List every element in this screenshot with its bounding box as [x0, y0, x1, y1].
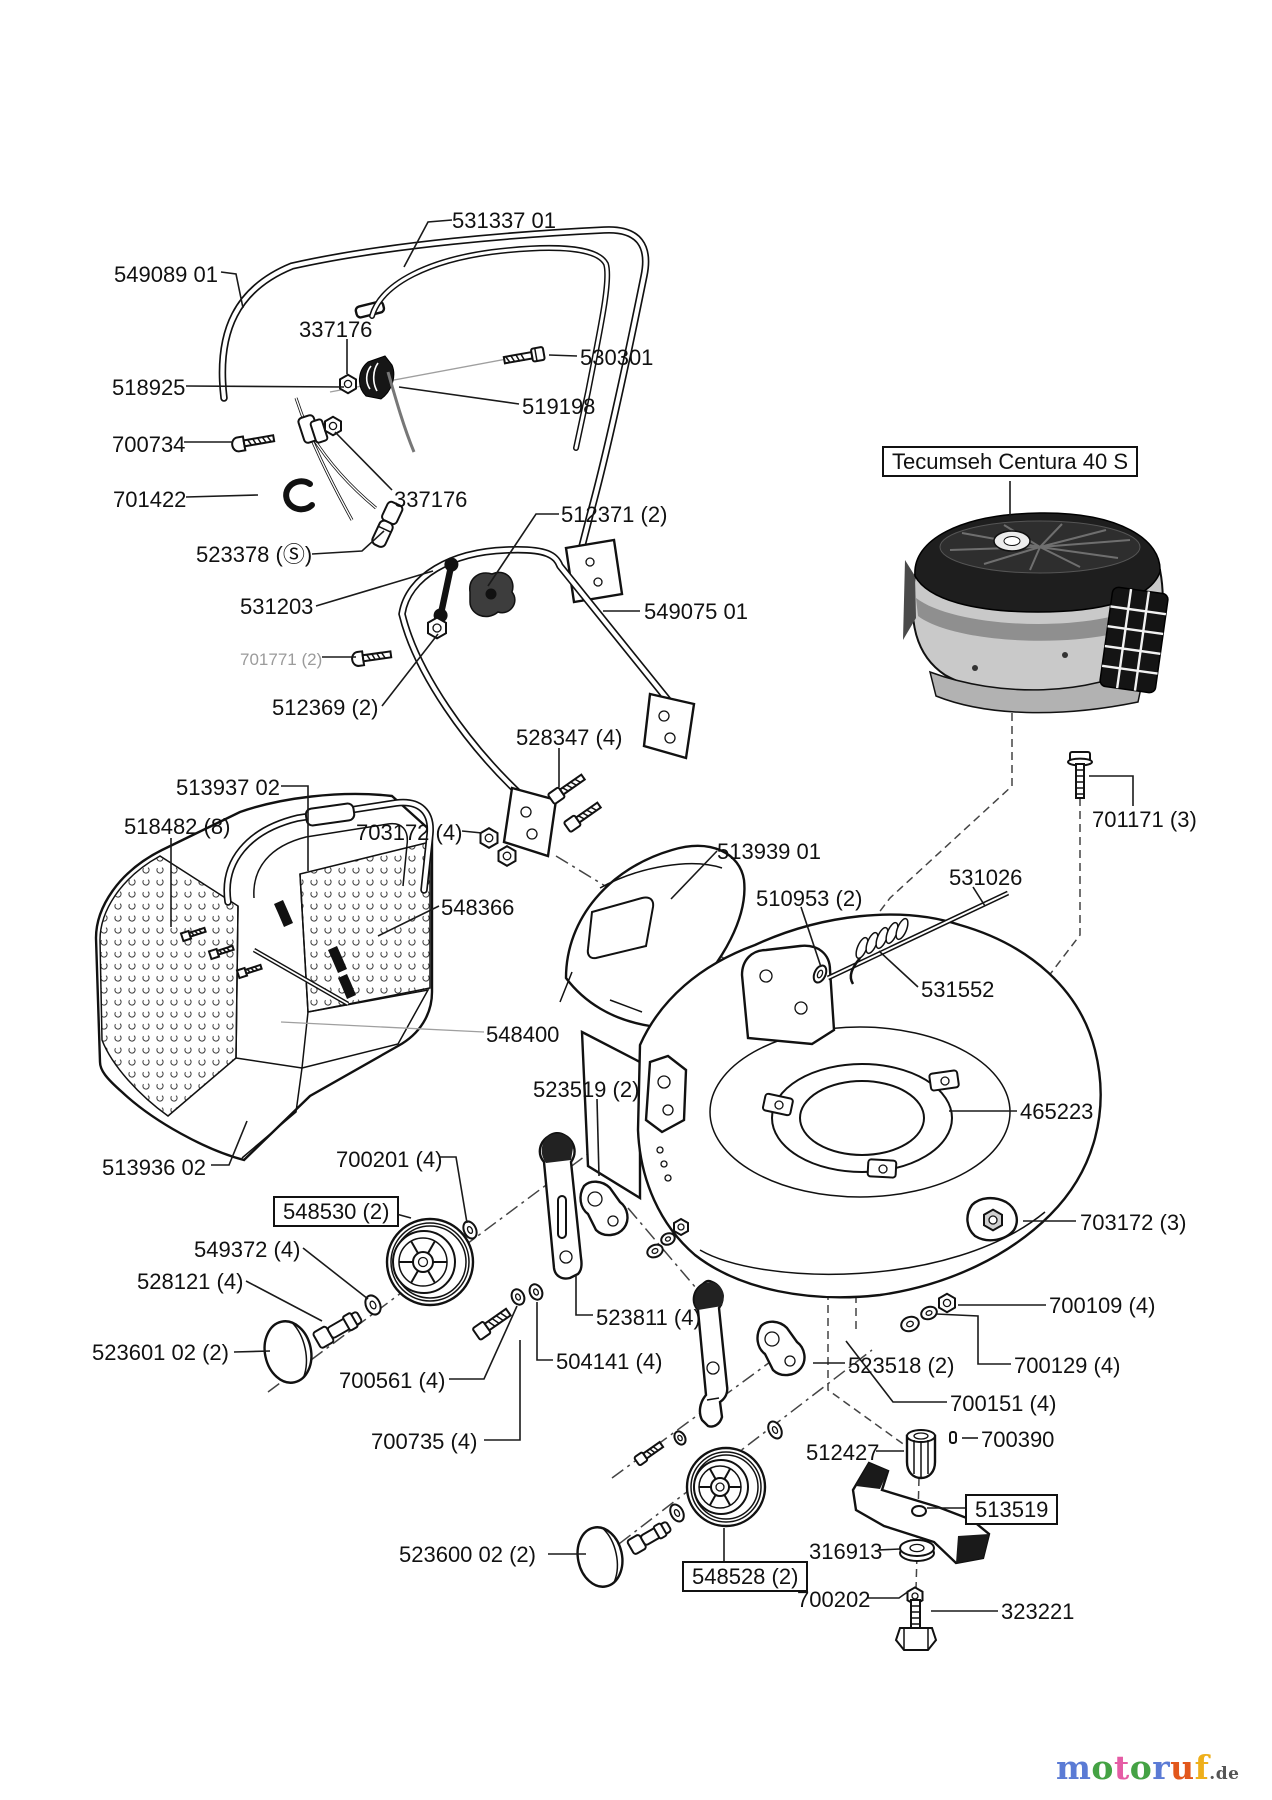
logo-letter: m	[1056, 1748, 1092, 1787]
rod-spring-illustration	[812, 751, 1093, 985]
part-label-528121: 528121 (4)	[137, 1269, 244, 1294]
part-label-549372: 549372 (4)	[194, 1237, 301, 1262]
part-label-523518: 523518 (2)	[848, 1353, 955, 1378]
front-wheel-illustration	[263, 1217, 544, 1384]
part-label-701422: 701422	[113, 487, 187, 512]
upper-handle-illustration	[218, 226, 650, 604]
part-label-700201: 700201 (4)	[336, 1147, 443, 1172]
part-label-512371: 512371 (2)	[561, 502, 668, 527]
part-label-549075-01: 549075 01	[644, 599, 748, 624]
logo-letter: f	[1194, 1748, 1210, 1787]
part-label-700202: 700202	[797, 1587, 871, 1612]
part-label-519198: 519198	[522, 394, 596, 419]
part-label-700734: 700734	[112, 432, 186, 457]
part-label-316913: 316913	[809, 1539, 883, 1564]
part-label-510953: 510953 (2)	[756, 886, 863, 911]
logo-letter: r	[1152, 1748, 1171, 1787]
logo-letter: o	[1129, 1748, 1153, 1787]
engine-model-callout: Tecumseh Centura 40 S	[882, 446, 1139, 478]
part-label-700109: 700109 (4)	[1049, 1293, 1156, 1318]
part-label-531203: 531203	[240, 594, 314, 619]
part-label-548528: 548528 (2)	[682, 1561, 809, 1593]
engine-illustration	[903, 512, 1169, 714]
part-label-531337-01: 531337 01	[452, 208, 556, 233]
part-label-528347: 528347 (4)	[516, 725, 623, 750]
part-label-700735: 700735 (4)	[371, 1429, 478, 1454]
part-label-701171: 701171 (3)	[1092, 807, 1197, 832]
part-label-523519: 523519 (2)	[533, 1077, 640, 1102]
deck-illustration	[580, 913, 1102, 1299]
part-label-512427: 512427	[806, 1440, 880, 1465]
part-label-530301: 530301	[580, 345, 654, 370]
logo-letter: t	[1113, 1748, 1130, 1787]
logo-letter: o	[1091, 1748, 1114, 1787]
part-label-518482: 518482 (8)	[124, 814, 231, 839]
part-label-513939-01: 513939 01	[717, 839, 821, 864]
part-label-337176-a: 337176	[299, 317, 373, 342]
blade-illustration	[851, 1429, 991, 1651]
part-label-548400: 548400	[486, 1022, 560, 1047]
part-label-531026: 531026	[949, 865, 1023, 890]
part-label-703172-4: 703172 (4)	[356, 820, 463, 845]
part-label-700390: 700390	[981, 1427, 1055, 1452]
part-label-523600-02: 523600 02 (2)	[399, 1542, 536, 1567]
part-label-531552: 531552	[921, 977, 995, 1002]
guide-lines	[329, 357, 513, 393]
part-label-323221: 323221	[1001, 1599, 1075, 1624]
part-label-513936-02: 513936 02	[102, 1155, 206, 1180]
part-label-523378: 523378 (Ⓢ)	[196, 542, 313, 567]
part-label-549089-01: 549089 01	[114, 262, 218, 287]
part-label-523601-02: 523601 02 (2)	[92, 1340, 229, 1365]
part-label-548366: 548366	[441, 895, 515, 920]
part-label-518925: 518925	[112, 375, 186, 400]
grass-catcher-illustration	[94, 792, 434, 1162]
height-adjuster-illustration	[538, 1132, 956, 1428]
part-label-337176-b: 337176	[394, 487, 468, 512]
part-label-700151: 700151 (4)	[950, 1391, 1057, 1416]
part-label-513937-02: 513937 02	[176, 775, 280, 800]
motoruf-logo[interactable]: motoruf.de	[1056, 1748, 1239, 1787]
rear-wheel-illustration	[576, 1420, 783, 1588]
part-label-548530: 548530 (2)	[273, 1196, 400, 1228]
logo-suffix: .de	[1209, 1764, 1240, 1784]
part-label-700129: 700129 (4)	[1014, 1353, 1121, 1378]
part-label-513519: 513519	[965, 1494, 1059, 1526]
part-label-504141: 504141 (4)	[556, 1349, 663, 1374]
part-label-703172-3: 703172 (3)	[1080, 1210, 1187, 1235]
logo-letter: u	[1170, 1748, 1195, 1787]
part-label-700561: 700561 (4)	[339, 1368, 446, 1393]
part-label-701771: 701771 (2)	[240, 650, 323, 669]
leader-lines	[170, 219, 1134, 1612]
part-label-465223: 465223	[1020, 1099, 1094, 1124]
part-label-523811: 523811 (4)	[596, 1305, 701, 1330]
part-label-512369: 512369 (2)	[272, 695, 379, 720]
lower-handle-illustration	[351, 545, 696, 867]
